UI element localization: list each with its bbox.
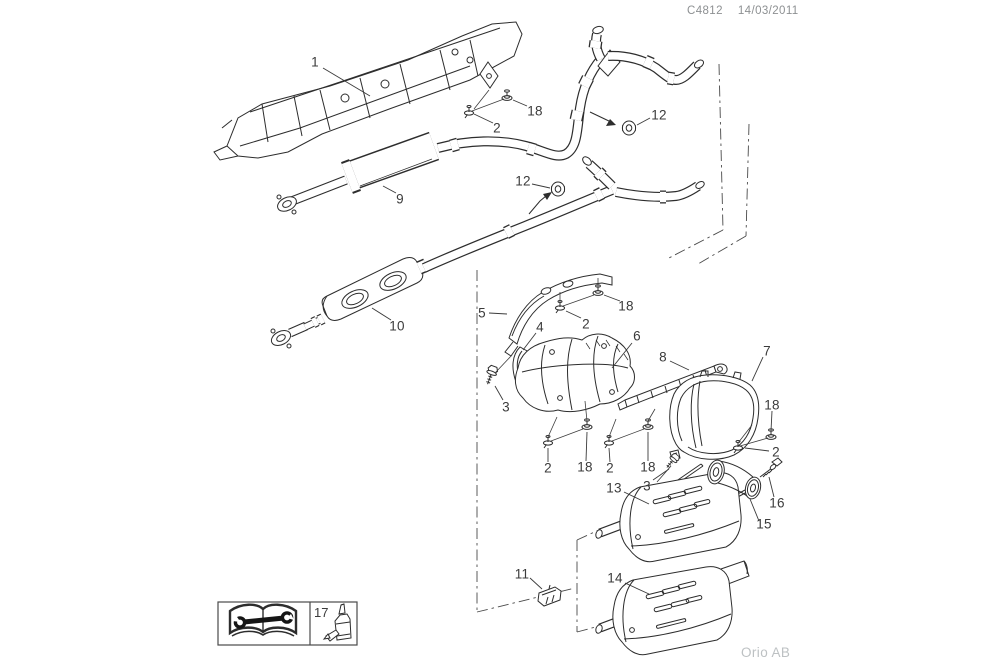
callout-part-4: 4	[536, 319, 544, 335]
part-5-heat-shield-bracket	[504, 273, 613, 357]
callout-part-2: 2	[606, 460, 614, 476]
part-6-heat-shield	[514, 333, 635, 413]
drawing-header: C4812 14/03/2011	[687, 5, 799, 17]
callout-part-6: 6	[633, 328, 641, 344]
publisher-watermark: Orio AB	[741, 645, 791, 660]
callout-part-18: 18	[618, 298, 634, 314]
part-16-bolt	[759, 457, 783, 478]
callout-part-5: 5	[478, 305, 486, 321]
callout-part-18: 18	[640, 459, 656, 475]
open-book-wrench-icon	[228, 603, 298, 637]
part-13-rear-silencer	[595, 463, 748, 563]
drawing-number: C4812	[687, 5, 723, 17]
callout-part-14: 14	[607, 570, 623, 586]
legend-item-number: 17	[314, 605, 329, 620]
callout-part-2: 2	[544, 460, 552, 476]
sealant-tube-icon	[322, 603, 352, 642]
callout-part-7: 7	[763, 343, 771, 359]
callout-part-12: 12	[515, 173, 531, 189]
part-14-rear-silencer	[595, 560, 750, 656]
callout-part-12: 12	[651, 107, 667, 123]
callout-part-2: 2	[493, 120, 501, 136]
callout-part-18: 18	[764, 397, 780, 413]
part-12-rubber-hanger-lower	[528, 181, 566, 215]
part-12-rubber-hanger-upper	[589, 111, 637, 136]
callout-part-2: 2	[772, 444, 780, 460]
part-15-hanger-bracket	[707, 459, 762, 500]
drawing-date: 14/03/2011	[737, 5, 799, 17]
callout-part-9: 9	[396, 191, 404, 207]
leader-lines	[322, 67, 775, 595]
callout-part-16: 16	[769, 495, 785, 511]
part-8-support-rail	[617, 363, 728, 411]
callout-part-18: 18	[527, 103, 543, 119]
callout-part-10: 10	[389, 318, 405, 334]
callout-part-18: 18	[577, 459, 593, 475]
assembly-lines	[471, 89, 769, 483]
part-11-clamp	[537, 584, 562, 607]
callout-part-1: 1	[311, 54, 319, 70]
callout-part-2: 2	[582, 316, 590, 332]
front-exhaust-line	[276, 25, 705, 215]
legend-box	[217, 601, 358, 646]
part-7-heat-shield	[669, 370, 760, 461]
callout-part-3: 3	[502, 399, 510, 415]
part-1-heat-shield	[213, 21, 523, 161]
callout-part-11: 11	[514, 566, 530, 582]
callout-part-8: 8	[659, 349, 667, 365]
callout-part-15: 15	[756, 516, 772, 532]
rear-exhaust-line	[270, 156, 705, 349]
callout-part-13: 13	[606, 480, 622, 496]
callout-part-3: 3	[643, 478, 651, 494]
